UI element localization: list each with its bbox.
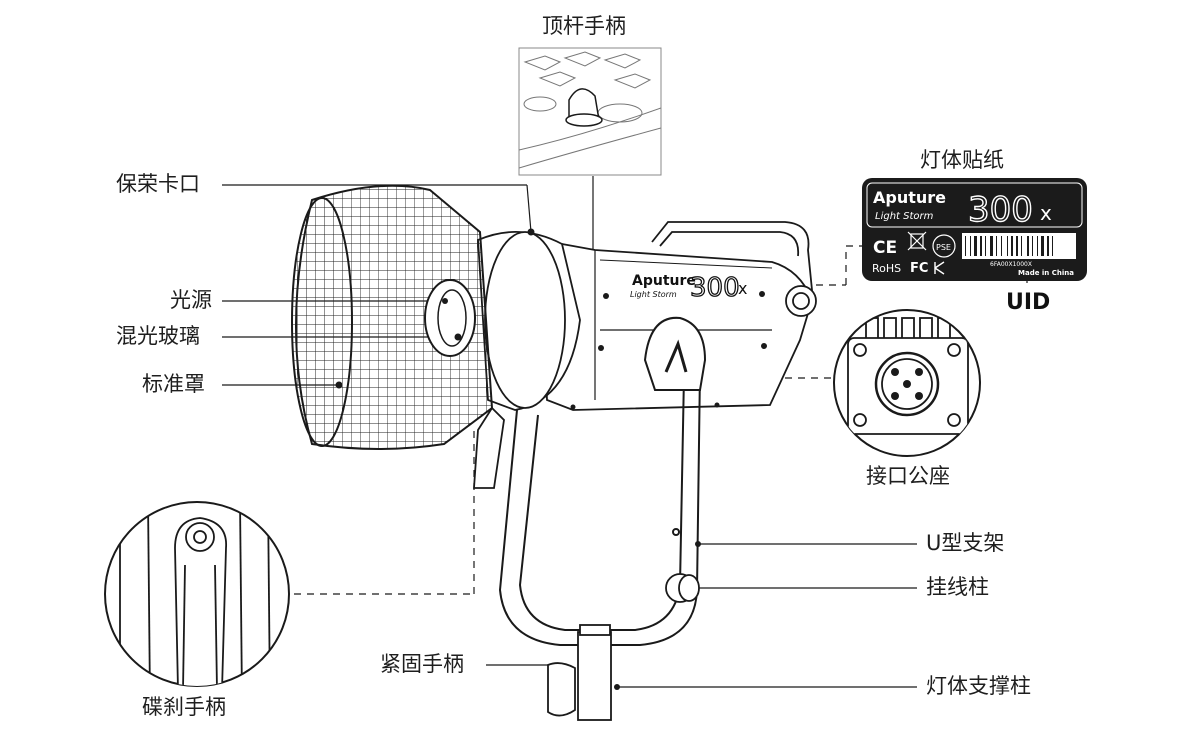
support-post [547, 624, 612, 721]
label-bayonet: 保荣卡口 [116, 172, 200, 196]
barcode-bar [1021, 236, 1022, 256]
serial-number: 6FA00X1000X [990, 261, 1032, 268]
kc-icon [934, 261, 945, 275]
barcode-bar [1041, 236, 1044, 256]
made-in: Made in China [1018, 269, 1074, 277]
brake-lever [473, 406, 505, 489]
rohs-mark: RoHS [872, 262, 901, 275]
body-model-suffix: x [738, 279, 747, 298]
body-brand-text: Aputure [632, 273, 696, 289]
label-clamp-handle: 紧固手柄 [380, 652, 464, 676]
screws [570, 291, 767, 410]
barcode-bar [1027, 236, 1029, 256]
bin-icon [907, 231, 927, 251]
ce-mark: CE [873, 238, 897, 258]
sticker-model-suffix: x [1040, 201, 1052, 225]
label-top-handle: 顶杆手柄 [542, 14, 626, 38]
label-uid: UID [1006, 290, 1051, 315]
reflector [291, 184, 494, 450]
brake-inset [104, 501, 290, 687]
fcc-mark: FC [910, 261, 928, 276]
label-brake-handle: 碟刹手柄 [142, 695, 226, 719]
sticker: Aputure Light Storm 300 x CE RoHS FC PSE… [862, 178, 1087, 281]
barcode-bar [1001, 236, 1002, 256]
label-support-post: 灯体支撑柱 [926, 674, 1031, 698]
connector-inset [833, 309, 981, 457]
label-yoke: U型支架 [926, 531, 1005, 555]
top-handle-knob [565, 88, 603, 127]
barcode-bar [996, 236, 997, 256]
leader-lines [222, 176, 1028, 688]
body-series-text: Light Storm [630, 290, 677, 299]
barcode-bar [974, 236, 977, 256]
sticker-series: Light Storm [875, 211, 934, 222]
barcode-bar [1007, 236, 1008, 256]
body-logo: Aputure Light Storm 300 x [630, 272, 747, 303]
pse-mark: PSE [932, 234, 956, 258]
barcode-bar [1016, 236, 1018, 256]
barcode-bar [1052, 236, 1053, 256]
label-diffuser-glass: 混光玻璃 [116, 324, 200, 348]
svg-text:PSE: PSE [936, 243, 951, 252]
barcode-bar [965, 236, 966, 256]
barcode [962, 233, 1076, 259]
barcode-bar [1047, 236, 1049, 256]
sticker-model: 300 [968, 190, 1033, 230]
barcode-bar [970, 236, 971, 256]
label-reflector: 标准罩 [142, 372, 205, 396]
top-handle-inset [518, 47, 662, 176]
body-model-text: 300 [690, 273, 740, 303]
barcode-bar [990, 236, 993, 256]
barcode-bar [980, 236, 982, 256]
barcode-bar [1032, 236, 1033, 256]
connector-pins [891, 368, 923, 400]
label-cable-post: 挂线柱 [926, 575, 989, 599]
label-connector: 接口公座 [866, 464, 950, 488]
label-sticker: 灯体贴纸 [920, 148, 1004, 172]
label-light-source: 光源 [170, 288, 212, 312]
barcode-bar [1011, 236, 1013, 256]
barcode-bar [1037, 236, 1038, 256]
sticker-brand: Aputure [873, 188, 946, 207]
barcode-bar [985, 236, 986, 256]
dashed-leaders [294, 245, 862, 595]
cable-post [665, 573, 700, 603]
